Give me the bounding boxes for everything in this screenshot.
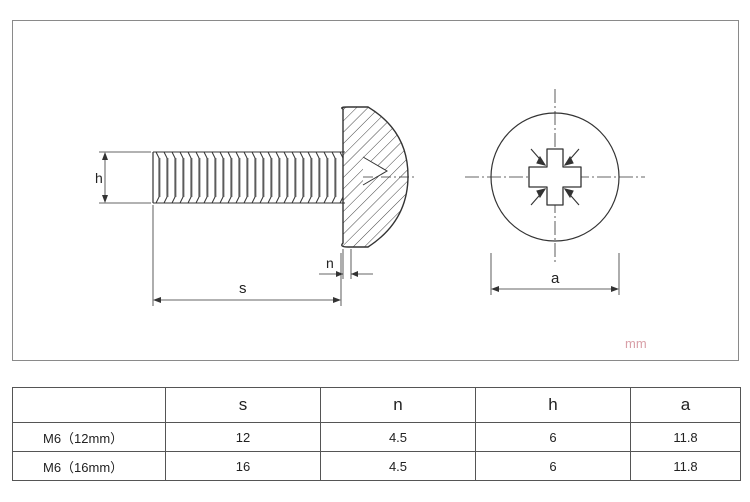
dimension-a: a (490, 253, 620, 295)
thread-crest (163, 151, 168, 204)
thread-crest (299, 151, 304, 204)
dimension-n: n (319, 249, 373, 279)
cell-size: M6（12mm） (12, 422, 166, 452)
thread-crest (187, 151, 192, 204)
thread-crest (283, 151, 288, 204)
cell-a: 11.8 (630, 422, 741, 452)
thread-crest (195, 151, 200, 204)
thread-crest (323, 151, 328, 204)
thread-crest (307, 151, 312, 204)
unit-label: mm (625, 336, 647, 351)
cell-a: 11.8 (630, 451, 741, 481)
screw-drawing-svg: h s n (95, 89, 645, 306)
header-size (12, 387, 166, 423)
screw-shank (152, 151, 345, 204)
cell-n: 4.5 (320, 451, 476, 481)
thread-crest (259, 151, 264, 204)
thread-crest (203, 151, 208, 204)
thread-crest (235, 151, 240, 204)
cell-s: 12 (165, 422, 321, 452)
header-a: a (630, 387, 741, 423)
cell-n: 4.5 (320, 422, 476, 452)
header-s: s (165, 387, 321, 423)
table-row: M6（16mm） 16 4.5 6 11.8 (12, 451, 741, 481)
thread-crest (243, 151, 248, 204)
thread-crest (179, 151, 184, 204)
thread-crest (315, 151, 320, 204)
thread-crest (251, 151, 256, 204)
thread-crest (171, 151, 176, 204)
spec-table: s n h a M6（12mm） 12 4.5 6 11.8 M6（16mm） … (12, 387, 741, 481)
screw-head-section (341, 106, 409, 248)
thread-crest (267, 151, 272, 204)
dimension-h: h (95, 151, 151, 204)
cell-s: 16 (165, 451, 321, 481)
table-row: M6（12mm） 12 4.5 6 11.8 (12, 422, 741, 452)
thread-crest (331, 151, 336, 204)
cell-h: 6 (475, 451, 631, 481)
technical-drawing: h s n (12, 20, 739, 361)
cell-size: M6（16mm） (12, 451, 166, 481)
screw-head-top-view (465, 89, 645, 265)
thread-crest (155, 151, 160, 204)
cell-h: 6 (475, 422, 631, 452)
thread-crest (291, 151, 296, 204)
thread-crest (275, 151, 280, 204)
header-h: h (475, 387, 631, 423)
dimension-s-label: s (239, 280, 247, 297)
dimension-a-label: a (551, 270, 560, 287)
thread-crest (211, 151, 216, 204)
cross-recess-icon (528, 148, 582, 206)
thread-crest (219, 151, 224, 204)
dimension-n-label: n (326, 255, 334, 271)
table-header-row: s n h a (12, 387, 741, 423)
dimension-h-label: h (95, 170, 103, 186)
dimension-s: s (152, 205, 342, 306)
header-n: n (320, 387, 476, 423)
thread-crest (227, 151, 232, 204)
